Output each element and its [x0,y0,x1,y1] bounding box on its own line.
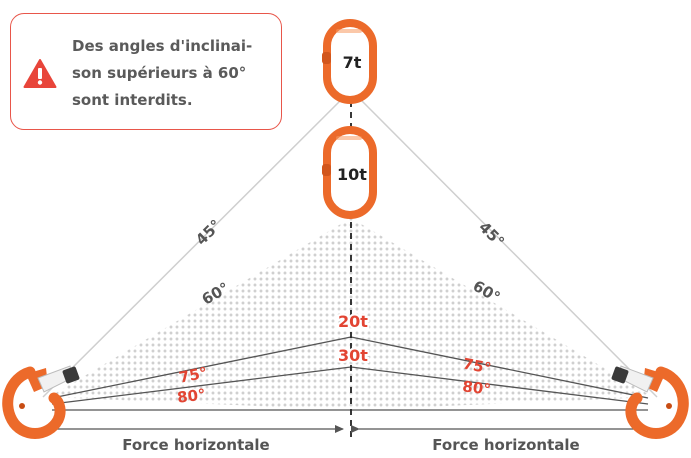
warning-line-2: son supérieurs à 60° [72,64,247,82]
angle-label-80-left: 80° [176,385,206,406]
master-link-icon [322,19,377,104]
forbidden-zone-left [49,218,351,410]
sling-line-45-left [42,93,348,398]
warning-line-3: sont interdits. [72,91,193,109]
angle-label-80-right: 80° [461,377,491,398]
load-label-upper: 20t [338,312,368,331]
angle-label-75-left: 75° [177,364,208,387]
sling-line-75-right [350,336,649,399]
sling-line-75-left [51,336,352,399]
master-link-icon [322,126,377,219]
safety-hook-icon-left [2,365,80,439]
sling-line-80-left [51,366,352,405]
force-label-left: Force horizontale [122,436,269,454]
warning-box: Des angles d'inclinai- son supérieurs à … [10,13,282,130]
warning-line-1: Des angles d'inclinai- [72,37,253,55]
force-label-right: Force horizontale [432,436,579,454]
ring-label-middle: 10t [337,165,367,184]
ring-label-top: 7t [343,53,362,72]
sling-line-45-right [354,93,658,398]
angle-label-45-right: 45° [475,218,508,251]
forbidden-zone-right [351,218,653,410]
warning-triangle-icon [23,59,57,88]
safety-hook-icon-right [611,365,689,439]
load-label-lower: 30t [338,346,368,365]
sling-line-80-right [350,366,649,405]
warning-message: Des angles d'inclinai- son supérieurs à … [72,33,274,114]
angle-label-75-right: 75° [461,355,492,378]
